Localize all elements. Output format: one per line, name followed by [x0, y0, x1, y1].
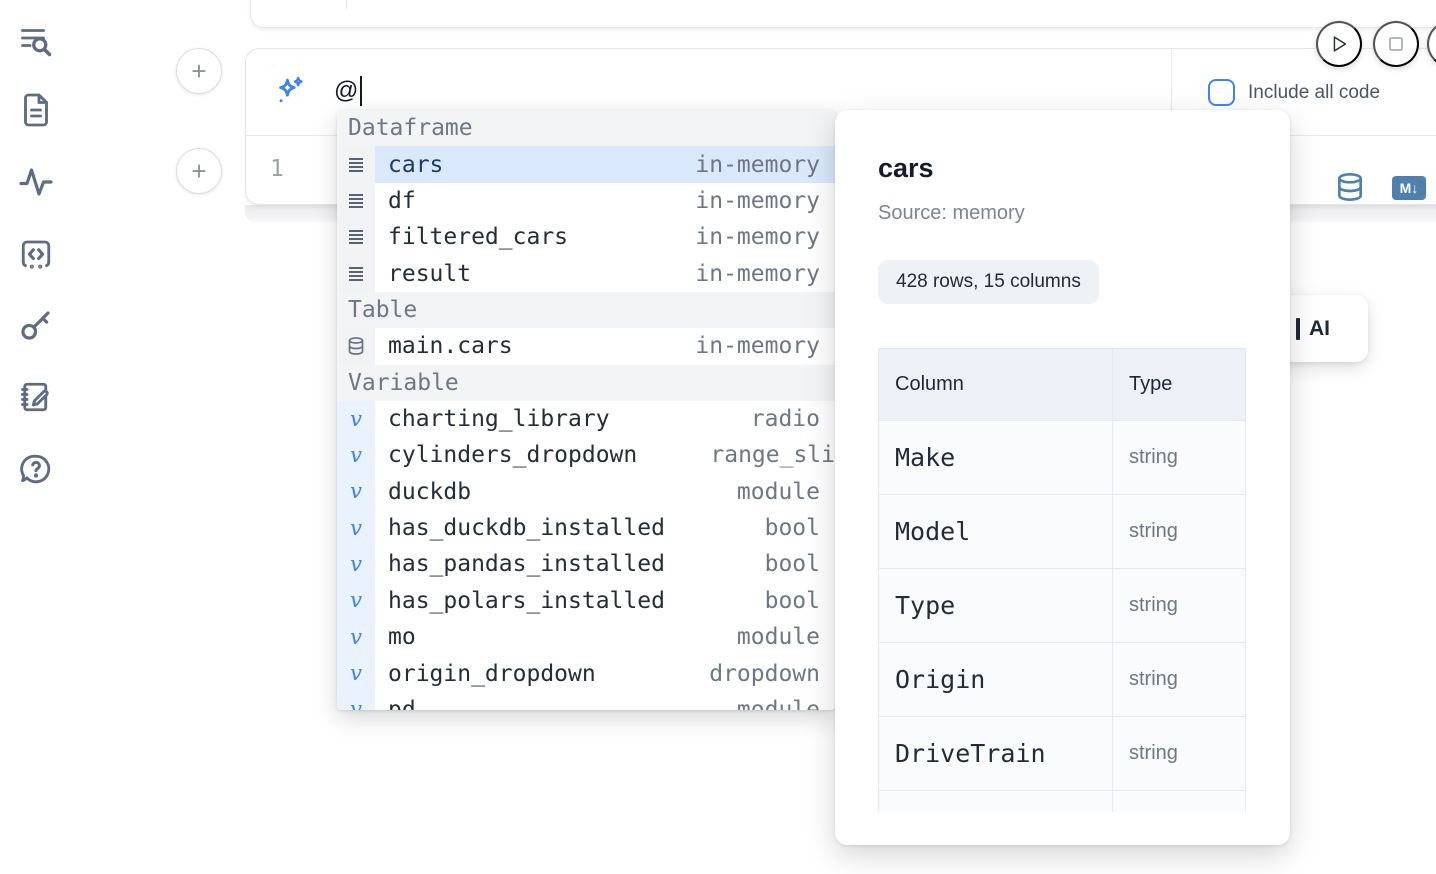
schema-table-header: Column Type — [879, 349, 1245, 421]
variable-icon: v — [337, 437, 375, 474]
variable-icon: v — [337, 400, 375, 438]
activity-logs-icon[interactable] — [18, 164, 54, 200]
variable-icon: v — [337, 691, 375, 710]
dataframe-rows-icon — [337, 182, 375, 220]
section-header-dataframe: Dataframe — [337, 110, 835, 147]
schema-table: Column Type Make string Model string Typ… — [878, 348, 1246, 812]
include-all-code-checkbox[interactable] — [1208, 79, 1235, 106]
dataframe-rows-icon — [337, 255, 375, 292]
database-icon[interactable] — [1334, 171, 1366, 203]
left-sidebar — [0, 0, 72, 874]
variable-icon: v — [337, 655, 375, 692]
scratchpad-notebook-icon[interactable] — [18, 379, 54, 415]
type-header: Type — [1129, 373, 1173, 395]
variable-icon: v — [337, 509, 375, 547]
code-snippets-icon[interactable] — [18, 236, 54, 272]
table-of-contents-search-icon[interactable] — [18, 23, 54, 59]
preview-source: Source: memory — [878, 202, 1025, 224]
help-chat-icon[interactable] — [18, 451, 54, 487]
dataframe-rows-icon — [337, 219, 375, 256]
run-cell-button[interactable] — [1316, 21, 1362, 67]
previous-cell-edge — [250, 0, 1436, 28]
table-row: DriveTrain string — [879, 717, 1245, 791]
preview-title: cars — [878, 153, 934, 183]
section-header-table: Table — [337, 291, 835, 329]
table-row: Model string — [879, 495, 1245, 569]
code-editor-row[interactable]: 1 — [246, 136, 1436, 204]
add-cell-below-button[interactable]: + — [176, 148, 222, 194]
include-all-code-label: Include all code — [1248, 81, 1381, 103]
variable-icon: v — [337, 619, 375, 656]
variable-icon: v — [337, 473, 375, 510]
key-secrets-icon[interactable] — [18, 307, 54, 343]
markdown-convert-icon[interactable]: M↓ — [1392, 176, 1426, 200]
ai-prompt-input[interactable]: @ — [334, 76, 363, 106]
line-number: 1 — [270, 156, 284, 182]
add-cell-above-button[interactable]: + — [176, 48, 222, 94]
preview-shape-badge: 428 rows, 15 columns — [878, 260, 1099, 304]
section-header-variable: Variable — [337, 364, 835, 401]
ai-button-label: AI — [1309, 316, 1330, 340]
table-database-icon — [337, 328, 375, 365]
table-row: Type string — [879, 569, 1245, 643]
dataframe-preview-panel: cars Source: memory 428 rows, 15 columns… — [835, 110, 1290, 845]
column-header: Column — [879, 349, 1113, 420]
dataframe-rows-icon — [337, 146, 375, 183]
sparkles-ai-icon — [270, 73, 308, 111]
clipped-letter-fragment — [1296, 317, 1300, 340]
text-cursor — [360, 76, 363, 106]
stop-cell-button[interactable] — [1373, 21, 1419, 67]
table-row: Make string — [879, 421, 1245, 495]
table-row: Origin string — [879, 643, 1245, 717]
divider — [1171, 49, 1172, 136]
variable-icon: v — [337, 582, 375, 620]
file-document-icon[interactable] — [18, 92, 54, 128]
table-row-partial — [879, 791, 1245, 812]
variable-icon: v — [337, 546, 375, 583]
